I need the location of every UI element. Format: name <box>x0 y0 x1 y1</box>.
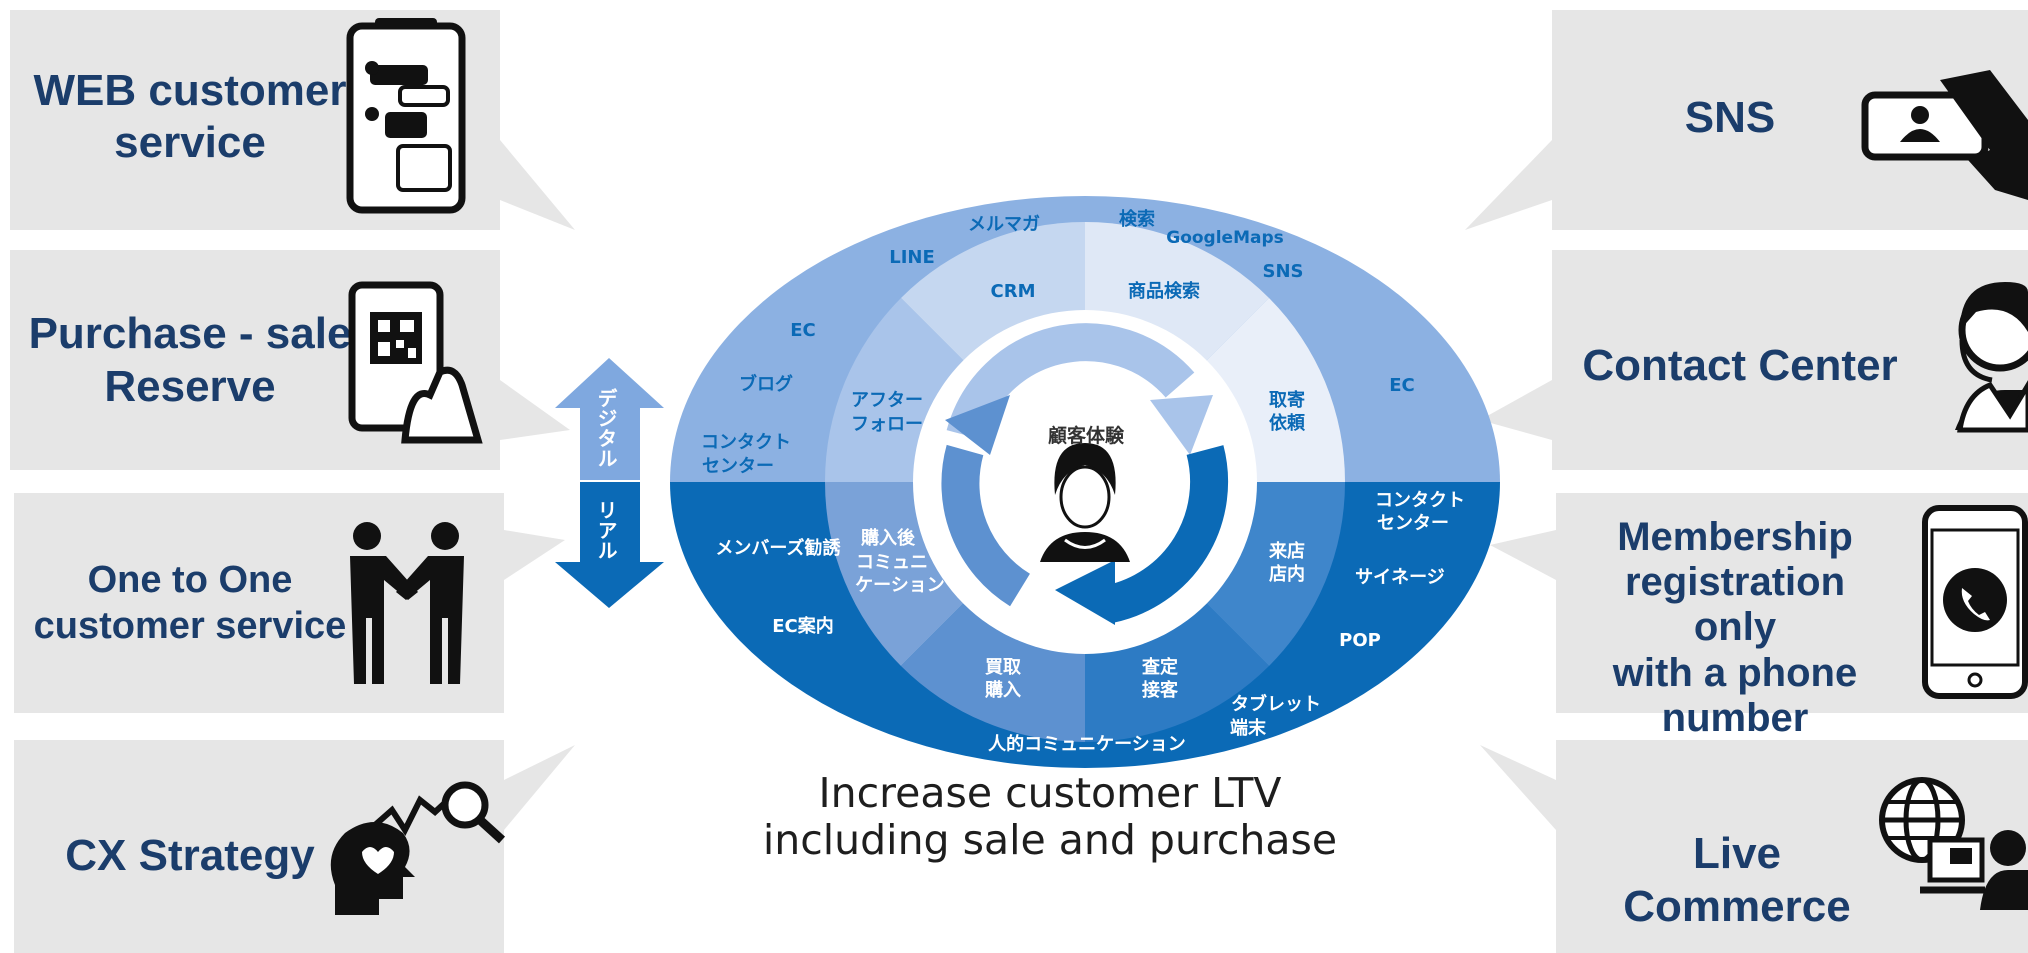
web-customer-service-label: WEB customer <box>25 65 355 118</box>
phone-video-icon <box>1861 70 2028 200</box>
caption-line1: Increase customer LTV <box>818 769 1282 817</box>
wheel-label-afterbuy-2: コミュニ <box>856 552 928 573</box>
wheel-label-sns: SNS <box>1263 261 1304 282</box>
wheel-label-ec-guide: EC案内 <box>772 615 834 637</box>
wheel-label-signage: サイネージ <box>1355 567 1445 588</box>
wheel-label-line: LINE <box>889 247 935 268</box>
arrow-label-digital: デジタル <box>594 388 618 468</box>
pointer-one <box>504 530 565 580</box>
card-cx-strategy <box>14 740 504 953</box>
one-to-one-label: One to One customer service <box>25 558 355 649</box>
card-one-to-one <box>14 493 504 713</box>
wheel-label-afterbuy-1: 購入後 <box>860 527 916 549</box>
member-line2: registration only <box>1624 560 1846 650</box>
member-line1: Membership <box>1617 515 1853 559</box>
pointer-cx <box>504 745 575 830</box>
smartphone-call-icon <box>1922 505 2028 699</box>
wheel-label-assess-2: 接客 <box>1142 679 1179 701</box>
wheel-label-tablet-1: タブレット <box>1231 693 1321 715</box>
customer-person-icon <box>1007 410 1163 566</box>
pointer-live <box>1480 745 1556 830</box>
qr-phone-icon <box>348 281 483 444</box>
globe-commerce-icon <box>1879 777 2028 910</box>
wheel-label-visit-2: 店内 <box>1269 563 1305 585</box>
wheel-label-pop: POP <box>1339 630 1381 651</box>
member-line3: with a phone <box>1612 650 1858 695</box>
purchase-label: Purchase - sale Reserve <box>25 308 355 414</box>
wheel-label-order-2: 依頼 <box>1269 412 1306 434</box>
contact-center-label: Contact Center <box>1582 341 1898 390</box>
membership-label: Membership registration only with a phon… <box>1580 515 1890 741</box>
wheel-label-afterfollow-2: フォロー <box>851 414 923 435</box>
wheel-label-mailmag: メルマガ <box>968 214 1040 235</box>
web-label-line2: service <box>114 118 266 167</box>
wheel-label-contact-top-1: コンタクト <box>701 432 791 453</box>
member-line4: number <box>1661 695 1809 740</box>
wheel-label-contact-top-2: センター <box>702 456 774 477</box>
wheel-label-tablet-2: 端末 <box>1230 717 1267 739</box>
operator-headset-icon <box>1955 282 2028 433</box>
wheel-label-order-1: 取寄 <box>1269 389 1305 411</box>
wheel-label-buy-1: 買取 <box>985 657 1022 678</box>
arrow-label-real: リアル <box>594 500 618 560</box>
wheel-label-afterbuy-3: ケーション <box>855 575 945 596</box>
handshake-icon <box>350 522 464 684</box>
chat-phone-icon <box>346 18 466 214</box>
ltv-caption: Increase customer LTV including sale and… <box>740 769 1360 865</box>
center-label: 顧客体験 <box>1048 424 1125 447</box>
web-customer-service-label-2: service <box>25 117 355 170</box>
live-commerce-label: Live Commerce <box>1623 829 1851 931</box>
purchase-line2: Reserve <box>104 361 276 411</box>
sns-label: SNS <box>1684 93 1776 142</box>
wheel-label-googlemaps: GoogleMaps <box>1166 228 1284 248</box>
one-line2: customer service <box>33 604 347 647</box>
wheel-label-visit-1: 来店 <box>1268 540 1305 562</box>
web-label-line1: WEB customer <box>33 66 347 115</box>
wheel-label-blog: ブログ <box>739 373 793 395</box>
caption-line2: including sale and purchase <box>762 816 1338 865</box>
wheel-label-contact-bot-1: コンタクト <box>1375 490 1465 511</box>
wheel-label-product-search: 商品検索 <box>1128 280 1200 302</box>
digital-real-arrow <box>555 358 664 608</box>
wheel-label-contact-bot-2: センター <box>1377 513 1449 534</box>
wheel-label-buy-2: 購入 <box>984 679 1021 701</box>
one-line1: One to One <box>87 559 293 601</box>
cx-strategy-label: CX Strategy <box>65 831 315 880</box>
wheel-label-members: メンバーズ勧誘 <box>715 537 841 559</box>
pointer-sns <box>1465 140 1552 230</box>
pointer-purchase <box>500 380 570 440</box>
wheel-label-search: 検索 <box>1119 208 1155 230</box>
wheel-label-ec-left: EC <box>790 320 816 341</box>
card-contact-center <box>1552 250 2028 470</box>
wheel-label-human-comm: 人的コミュニケーション <box>988 733 1186 755</box>
customer-experience-wheel: 顧客体験 メルマガ 検索 GoogleMaps LINE SNS EC EC ブ… <box>670 196 1500 768</box>
wheel-label-ec-right: EC <box>1389 375 1415 396</box>
wheel-label-afterfollow-1: アフター <box>851 390 923 411</box>
wheel-label-assess-1: 査定 <box>1142 656 1178 678</box>
wheel-label-crm: CRM <box>991 281 1036 302</box>
pointer-web <box>500 140 575 230</box>
head-analysis-icon <box>330 781 506 915</box>
pointer-member <box>1490 530 1556 580</box>
purchase-line1: Purchase - sale <box>28 309 352 358</box>
pointer-contact <box>1480 380 1552 440</box>
